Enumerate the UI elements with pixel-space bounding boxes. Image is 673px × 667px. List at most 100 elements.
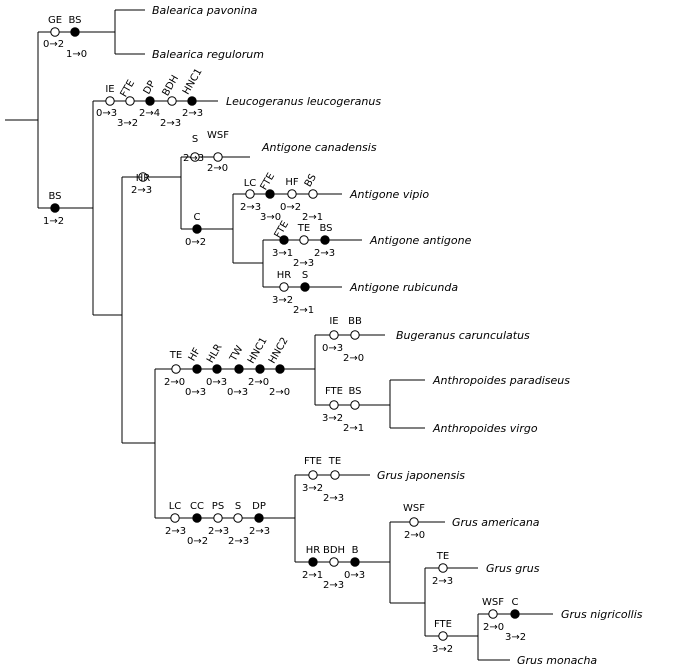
state-change-label: 2→1 xyxy=(293,305,314,316)
state-change-label: 2→3 xyxy=(240,202,261,213)
state-change-label: 3→2 xyxy=(302,483,323,494)
taxon-label: Antigone antigone xyxy=(369,234,472,247)
state-change-label: 1→2 xyxy=(43,216,64,227)
state-change-label: 0→2 xyxy=(185,237,206,248)
open-character-marker xyxy=(299,235,309,245)
state-change-label: 2→3 xyxy=(208,526,229,537)
filled-character-marker xyxy=(254,513,264,523)
open-character-marker xyxy=(350,330,360,340)
filled-character-marker xyxy=(70,27,80,37)
character-label: BS xyxy=(48,191,61,202)
taxon-label: Grus americana xyxy=(452,516,540,529)
open-character-marker xyxy=(213,513,223,523)
character-label: IE xyxy=(329,316,338,327)
character-label: LC xyxy=(244,178,257,189)
character-label: HF xyxy=(285,177,299,188)
character-label: IE xyxy=(105,84,114,95)
state-change-label: 2→3 xyxy=(131,185,152,196)
filled-character-marker xyxy=(255,364,265,374)
taxon-label: Antigone rubicunda xyxy=(349,281,458,294)
state-change-label: 2→3 xyxy=(228,536,249,547)
taxon-label: Grus nigricollis xyxy=(561,608,643,621)
character-label: FTE xyxy=(119,78,138,99)
state-change-label: 2→3 xyxy=(160,118,181,129)
state-change-label: 2→3 xyxy=(165,526,186,537)
character-label: TE xyxy=(297,223,310,234)
state-change-label: 3→2 xyxy=(117,118,138,129)
state-change-label: 2→4 xyxy=(139,108,160,119)
character-label: DP xyxy=(252,501,266,512)
state-change-label: 2→3 xyxy=(314,248,335,259)
state-change-label: 0→3 xyxy=(227,387,248,398)
annotation-labels: GE0→2BS1→0IE0→3FTE3→2DP2→4BDH2→3HNC12→3B… xyxy=(43,4,643,667)
state-change-label: 2→3 xyxy=(323,580,344,591)
filled-character-marker xyxy=(187,96,197,106)
state-change-label: 3→1 xyxy=(272,248,293,259)
filled-character-marker xyxy=(279,235,289,245)
state-change-label: 2→0 xyxy=(343,353,364,364)
state-change-label: 0→3 xyxy=(185,387,206,398)
character-label: BS xyxy=(303,172,319,189)
open-character-marker xyxy=(171,364,181,374)
taxon-label: Balearica pavonina xyxy=(152,4,258,17)
open-character-marker xyxy=(329,557,339,567)
state-change-label: 2→0 xyxy=(207,163,228,174)
state-change-label: 2→0 xyxy=(404,530,425,541)
character-label: TE xyxy=(436,551,449,562)
filled-character-marker xyxy=(192,224,202,234)
open-character-marker xyxy=(488,609,498,619)
open-character-marker xyxy=(138,172,148,182)
open-character-marker xyxy=(125,96,135,106)
character-label: PS xyxy=(212,501,224,512)
filled-character-marker xyxy=(308,557,318,567)
character-label: GE xyxy=(48,15,62,26)
state-change-label: 2→1 xyxy=(343,423,364,434)
filled-character-marker xyxy=(50,203,60,213)
state-change-label: 3→2 xyxy=(272,295,293,306)
character-label: C xyxy=(512,597,519,608)
state-change-label: 3→2 xyxy=(505,632,526,643)
filled-character-marker xyxy=(265,189,275,199)
filled-character-marker xyxy=(275,364,285,374)
state-change-label: 2→0 xyxy=(483,622,504,633)
filled-character-marker xyxy=(212,364,222,374)
character-label: BDH xyxy=(323,545,345,556)
filled-character-marker xyxy=(320,235,330,245)
character-label: WSF xyxy=(403,503,425,514)
character-label: S xyxy=(302,270,308,281)
character-label: FTE xyxy=(325,386,343,397)
character-label: TW xyxy=(228,344,246,364)
state-change-label: 1→0 xyxy=(66,49,87,60)
open-character-marker xyxy=(190,152,200,162)
state-change-label: 2→3 xyxy=(323,493,344,504)
open-character-marker xyxy=(350,400,360,410)
character-label: BS xyxy=(319,223,332,234)
taxon-label: Bugeranus carunculatus xyxy=(396,329,530,342)
state-change-label: 2→3 xyxy=(249,526,270,537)
character-label: FTE xyxy=(434,619,452,630)
character-label: HLR xyxy=(205,342,225,365)
character-label: BB xyxy=(348,316,362,327)
state-change-label: 0→3 xyxy=(206,377,227,388)
taxon-label: Grus monacha xyxy=(517,654,597,667)
filled-character-marker xyxy=(192,364,202,374)
state-change-label: 2→1 xyxy=(302,570,323,581)
open-character-marker xyxy=(330,470,340,480)
open-character-marker xyxy=(438,563,448,573)
filled-character-marker xyxy=(300,282,310,292)
character-label: BDH xyxy=(161,73,182,98)
open-character-marker xyxy=(308,470,318,480)
taxon-label: Grus grus xyxy=(486,562,540,575)
taxon-label: Balearica regulorum xyxy=(152,48,264,61)
open-character-marker xyxy=(409,517,419,527)
character-label: B xyxy=(352,545,359,556)
open-character-marker xyxy=(279,282,289,292)
open-character-marker xyxy=(170,513,180,523)
filled-character-marker xyxy=(234,364,244,374)
open-character-marker xyxy=(213,152,223,162)
character-label: HNC1 xyxy=(246,336,270,366)
open-character-marker xyxy=(105,96,115,106)
open-character-marker xyxy=(308,189,318,199)
character-label: S xyxy=(192,134,198,145)
